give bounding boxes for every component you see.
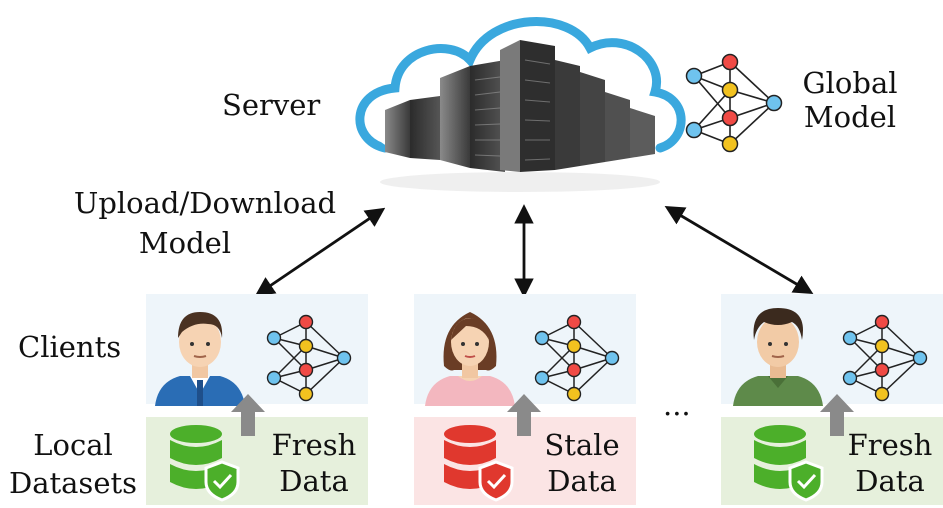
global-model-label: Global Model [780, 66, 920, 134]
client-model-network-icon [842, 314, 928, 402]
data-status-label-3: Fresh Data [838, 428, 942, 498]
data-status-line2: Data [279, 464, 349, 498]
arrow-client-1 [254, 207, 386, 297]
database-icon [754, 425, 824, 502]
data-status-line1: Fresh [847, 428, 933, 462]
data-status-label-2: Stale Data [530, 428, 634, 498]
data-status-label-1: Fresh Data [262, 428, 366, 498]
local-datasets-line1: Local [33, 428, 113, 462]
data-status-line2: Data [855, 464, 925, 498]
local-datasets-label: Local Datasets [0, 428, 146, 500]
data-status-line1: Stale [544, 428, 620, 462]
database-icon [170, 425, 240, 502]
server-label: Server [222, 88, 321, 122]
upload-arrow-icon [820, 394, 854, 436]
global-model-network-icon [685, 53, 783, 153]
person-avatar-icon [155, 312, 245, 406]
person-avatar-icon [733, 308, 823, 406]
upload-arrow-icon [507, 394, 541, 436]
clients-label: Clients [18, 330, 122, 364]
data-status-line2: Data [547, 464, 617, 498]
database-icon [444, 425, 514, 502]
global-model-line2: Model [803, 100, 897, 134]
arrow-client-3 [664, 206, 814, 294]
client-model-network-icon [534, 314, 620, 402]
ellipsis: ... [663, 388, 691, 422]
client-model-network-icon [266, 314, 352, 402]
person-avatar-icon [425, 312, 515, 406]
upload-download-line2: Model [138, 226, 232, 260]
local-datasets-line2: Datasets [8, 466, 138, 500]
data-status-line1: Fresh [271, 428, 357, 462]
upload-arrow-icon [231, 394, 265, 436]
global-model-line1: Global [802, 66, 898, 100]
